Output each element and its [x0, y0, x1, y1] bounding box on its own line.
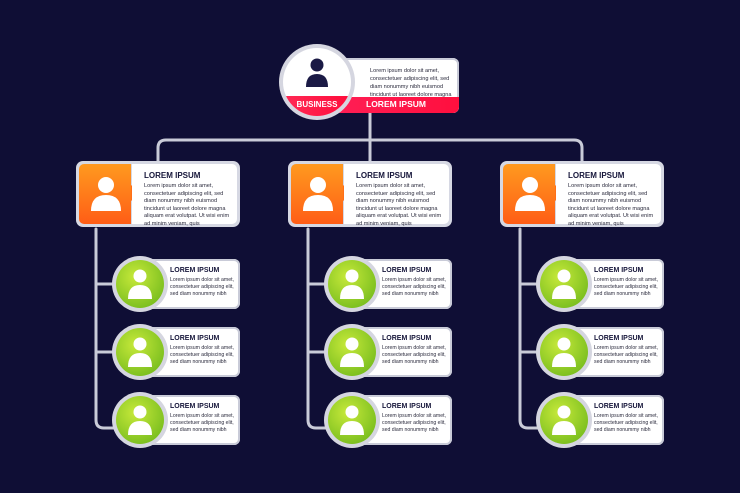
staff-avatar	[536, 256, 592, 312]
staff-title: LOREM IPSUM	[170, 267, 220, 274]
person-icon	[552, 269, 576, 299]
person-icon	[91, 177, 121, 211]
root-title-bar: LOREM IPSUM	[330, 97, 459, 113]
root-avatar: BUSINESS	[279, 44, 355, 120]
manager-description: Lorem ipsum dolor sit amet, consectetuer…	[356, 183, 442, 227]
person-icon	[340, 269, 364, 299]
staff-card: LOREM IPSUM Lorem ipsum dolor sit amet, …	[536, 256, 664, 312]
manager-title: LOREM IPSUM	[144, 171, 201, 180]
person-icon	[306, 58, 328, 87]
staff-title: LOREM IPSUM	[382, 335, 432, 342]
manager-card: LOREM IPSUM Lorem ipsum dolor sit amet, …	[500, 161, 664, 227]
person-icon	[303, 177, 333, 211]
staff-description: Lorem ipsum dolor sit amet, consectetuer…	[594, 413, 659, 434]
root-badge: BUSINESS	[283, 96, 351, 116]
staff-card: LOREM IPSUM Lorem ipsum dolor sit amet, …	[112, 324, 240, 380]
person-icon	[128, 337, 152, 367]
staff-avatar	[112, 392, 168, 448]
manager-avatar	[291, 164, 343, 224]
root-title: LOREM IPSUM	[366, 99, 426, 109]
staff-description: Lorem ipsum dolor sit amet, consectetuer…	[170, 345, 235, 366]
person-icon	[552, 405, 576, 435]
person-icon	[340, 337, 364, 367]
staff-card: LOREM IPSUM Lorem ipsum dolor sit amet, …	[324, 324, 452, 380]
staff-avatar	[324, 324, 380, 380]
staff-avatar	[536, 324, 592, 380]
staff-title: LOREM IPSUM	[594, 267, 644, 274]
manager-title: LOREM IPSUM	[568, 171, 625, 180]
staff-avatar	[536, 392, 592, 448]
manager-card: LOREM IPSUM Lorem ipsum dolor sit amet, …	[76, 161, 240, 227]
staff-title: LOREM IPSUM	[382, 403, 432, 410]
staff-avatar	[112, 324, 168, 380]
staff-title: LOREM IPSUM	[594, 403, 644, 410]
manager-description: Lorem ipsum dolor sit amet, consectetuer…	[568, 183, 654, 227]
manager-avatar	[503, 164, 555, 224]
person-icon	[515, 177, 545, 211]
staff-avatar	[112, 256, 168, 312]
staff-title: LOREM IPSUM	[382, 267, 432, 274]
person-icon	[552, 337, 576, 367]
staff-card: LOREM IPSUM Lorem ipsum dolor sit amet, …	[536, 324, 664, 380]
staff-description: Lorem ipsum dolor sit amet, consectetuer…	[382, 413, 447, 434]
staff-description: Lorem ipsum dolor sit amet, consectetuer…	[170, 413, 235, 434]
staff-title: LOREM IPSUM	[594, 335, 644, 342]
staff-avatar	[324, 392, 380, 448]
staff-description: Lorem ipsum dolor sit amet, consectetuer…	[382, 277, 447, 298]
person-icon	[128, 269, 152, 299]
staff-avatar	[324, 256, 380, 312]
staff-card: LOREM IPSUM Lorem ipsum dolor sit amet, …	[112, 256, 240, 312]
staff-description: Lorem ipsum dolor sit amet, consectetuer…	[594, 277, 659, 298]
staff-title: LOREM IPSUM	[170, 403, 220, 410]
staff-description: Lorem ipsum dolor sit amet, consectetuer…	[594, 345, 659, 366]
staff-card: LOREM IPSUM Lorem ipsum dolor sit amet, …	[324, 256, 452, 312]
staff-card: LOREM IPSUM Lorem ipsum dolor sit amet, …	[112, 392, 240, 448]
manager-title: LOREM IPSUM	[356, 171, 413, 180]
manager-description: Lorem ipsum dolor sit amet, consectetuer…	[144, 183, 230, 227]
manager-card: LOREM IPSUM Lorem ipsum dolor sit amet, …	[288, 161, 452, 227]
staff-card: LOREM IPSUM Lorem ipsum dolor sit amet, …	[324, 392, 452, 448]
staff-description: Lorem ipsum dolor sit amet, consectetuer…	[382, 345, 447, 366]
person-icon	[128, 405, 152, 435]
staff-description: Lorem ipsum dolor sit amet, consectetuer…	[170, 277, 235, 298]
root-badge-label: BUSINESS	[296, 100, 338, 109]
manager-avatar	[79, 164, 131, 224]
staff-card: LOREM IPSUM Lorem ipsum dolor sit amet, …	[536, 392, 664, 448]
staff-title: LOREM IPSUM	[170, 335, 220, 342]
person-icon	[340, 405, 364, 435]
